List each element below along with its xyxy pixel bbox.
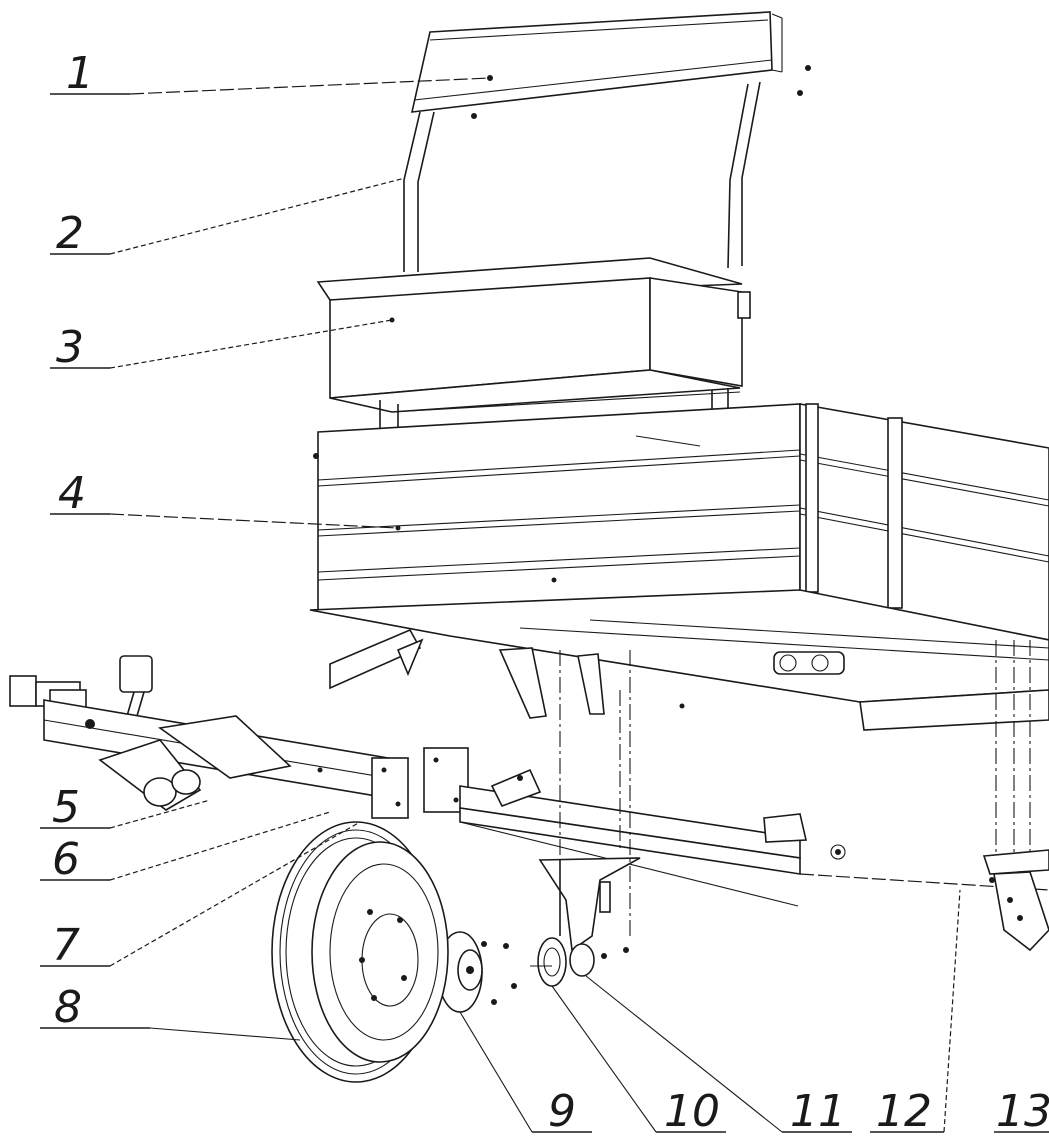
callout-8: 8	[54, 982, 82, 1033]
part-backrest-board	[410, 11, 811, 119]
callout-13: 13	[996, 1086, 1049, 1137]
callout-10: 10	[664, 1086, 720, 1137]
part-seat-box	[316, 257, 751, 479]
callout-1: 1	[66, 48, 94, 99]
callout-9: 9	[548, 1086, 576, 1137]
callout-labels: 1 2 3 4 5 6 7 8 9 10 11 12 13	[52, 48, 1049, 1137]
callout-12: 12	[876, 1086, 932, 1137]
part-axle-assembly	[437, 650, 641, 1013]
callout-5: 5	[52, 782, 80, 833]
callout-11: 11	[790, 1086, 846, 1137]
part-cargo-body	[309, 403, 1049, 731]
callout-3: 3	[56, 322, 84, 373]
part-right-bracket	[982, 640, 1049, 952]
callout-4: 4	[58, 468, 86, 519]
part-wheel	[271, 821, 449, 1083]
leader-lines	[40, 77, 1049, 1133]
callout-2: 2	[56, 208, 84, 259]
part-backrest-brackets	[403, 81, 761, 272]
callout-7: 7	[52, 920, 80, 971]
callout-6: 6	[52, 834, 80, 885]
